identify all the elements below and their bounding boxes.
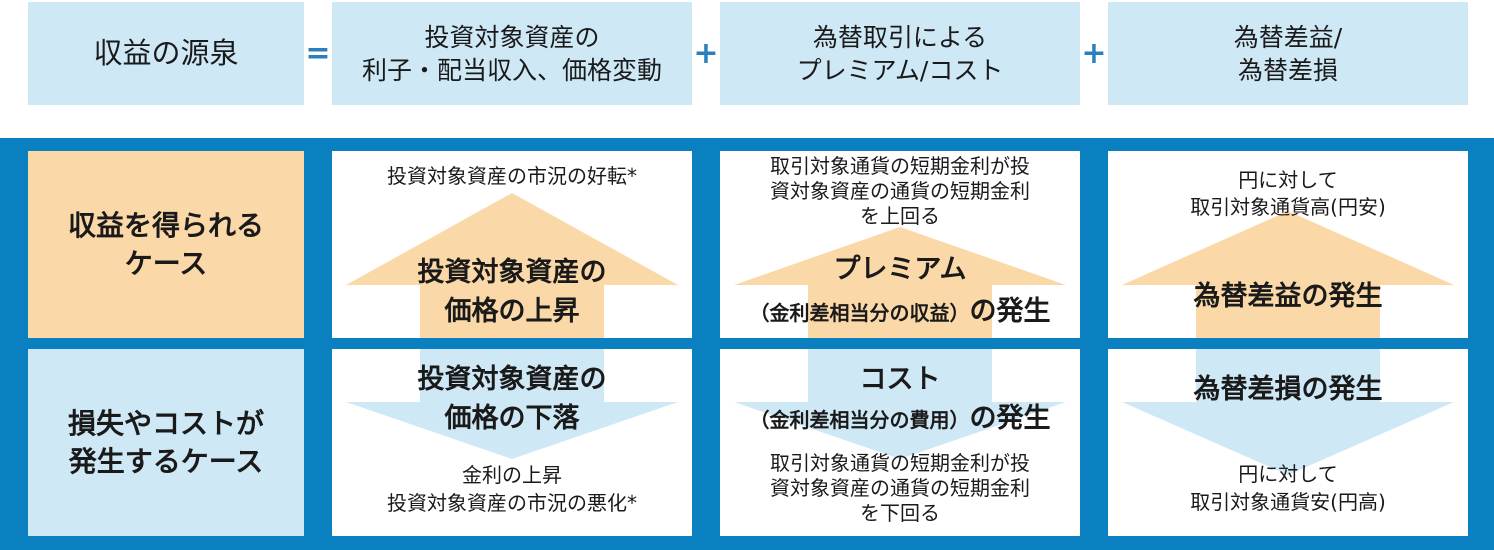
header-fx-gain-loss: 為替差益/ 為替差損 — [1108, 2, 1468, 105]
up-arrow-icon — [346, 193, 678, 338]
gain-asset-market-note: 投資対象資産の市況の好転* — [387, 164, 637, 188]
gain-case-label-line2: ケース — [124, 246, 208, 280]
down-arrow-icon — [734, 349, 1066, 459]
premium-detail: （金利差相当分の収益）の発生 — [720, 293, 1080, 330]
loss-case-label: 損失やコストが 発生するケース — [28, 349, 304, 536]
header-asset-income: 投資対象資産の 利子・配当収入、価格変動 — [332, 2, 692, 105]
loss-rate-note-line1: 取引対象通貨の短期金利が投 — [770, 451, 1030, 475]
gain-rate-note-line3: を上回る — [860, 204, 940, 228]
header-fx-gain-loss-line2: 為替差損 — [1237, 55, 1338, 85]
loss-rate-note-line3: を下回る — [860, 501, 940, 525]
premium-title: プレミアム — [833, 254, 967, 285]
gain-yen-note-line2: 取引対象通貨高(円安) — [1190, 195, 1386, 219]
up-arrow-icon — [1122, 211, 1454, 338]
gain-asset-price-title-line2: 価格の上昇 — [444, 296, 580, 327]
fx-gain-title: 為替差益の発生 — [1193, 281, 1383, 312]
loss-asset-note-line1: 金利の上昇 — [462, 463, 562, 487]
cost-paren-text: （金利差相当分の費用） — [749, 408, 970, 432]
header-source-label: 収益の源泉 — [28, 2, 304, 105]
header-fx-gain-loss-line1: 為替差益/ — [1233, 22, 1343, 52]
gain-yen-note-line1: 円に対して — [1238, 168, 1338, 192]
gain-fx-premium-cell: 取引対象通貨の短期金利が投 資対象資産の通貨の短期金利 を上回る プレミアム （… — [720, 151, 1080, 338]
plus-operator-1: + — [693, 36, 719, 71]
loss-asset-price-title-line2: 価格の下落 — [444, 403, 580, 434]
loss-yen-note-line1: 円に対して — [1238, 462, 1338, 486]
gain-fx-gain-cell: 円に対して 取引対象通貨高(円安) 為替差益の発生 — [1108, 151, 1468, 338]
cost-suffix: の発生 — [969, 403, 1051, 434]
gain-rate-note-line2: 資対象資産の通貨の短期金利 — [770, 179, 1030, 203]
equals-operator: = — [305, 36, 331, 71]
plus-operator-2: + — [1081, 36, 1107, 71]
header-fx-premium: 為替取引による プレミアム/コスト — [720, 2, 1080, 105]
loss-fx-loss-cell: 為替差損の発生 円に対して 取引対象通貨安(円高) — [1108, 349, 1468, 536]
premium-paren-text: （金利差相当分の収益） — [749, 301, 970, 325]
header-asset-income-line1: 投資対象資産の — [424, 22, 600, 52]
down-arrow-icon — [346, 349, 678, 459]
gain-asset-price-title-line1: 投資対象資産の — [417, 257, 607, 288]
loss-fx-cost-cell: コスト （金利差相当分の費用）の発生 取引対象通貨の短期金利が投 資対象資産の通… — [720, 349, 1080, 536]
header-source-text: 収益の源泉 — [93, 36, 239, 70]
down-arrow-icon — [1122, 349, 1454, 475]
loss-asset-price-cell: 投資対象資産の 価格の下落 金利の上昇 投資対象資産の市況の悪化* — [332, 349, 692, 536]
header-fx-premium-line2: プレミアム/コスト — [796, 55, 1004, 85]
up-arrow-icon — [734, 227, 1066, 338]
loss-asset-price-title-line1: 投資対象資産の — [417, 364, 607, 395]
cost-title: コスト — [859, 364, 941, 395]
cost-detail: （金利差相当分の費用）の発生 — [720, 400, 1080, 437]
header-asset-income-line2: 利子・配当収入、価格変動 — [361, 55, 662, 85]
fx-loss-title: 為替差損の発生 — [1193, 374, 1383, 405]
loss-rate-note-line2: 資対象資産の通貨の短期金利 — [770, 476, 1030, 500]
loss-case-label-line2: 発生するケース — [68, 444, 264, 478]
loss-asset-note-line2: 投資対象資産の市況の悪化* — [387, 491, 637, 515]
premium-suffix: の発生 — [969, 296, 1051, 327]
gain-case-label-line1: 収益を得られる — [67, 208, 264, 242]
gain-rate-note-line1: 取引対象通貨の短期金利が投 — [770, 154, 1030, 178]
gain-asset-price-cell: 投資対象資産の市況の好転* 投資対象資産の 価格の上昇 — [332, 151, 692, 338]
loss-yen-note-line2: 取引対象通貨安(円高) — [1190, 490, 1386, 514]
gain-case-label: 収益を得られる ケース — [28, 151, 304, 338]
loss-case-label-line1: 損失やコストが — [67, 406, 264, 440]
header-fx-premium-line1: 為替取引による — [812, 22, 988, 52]
